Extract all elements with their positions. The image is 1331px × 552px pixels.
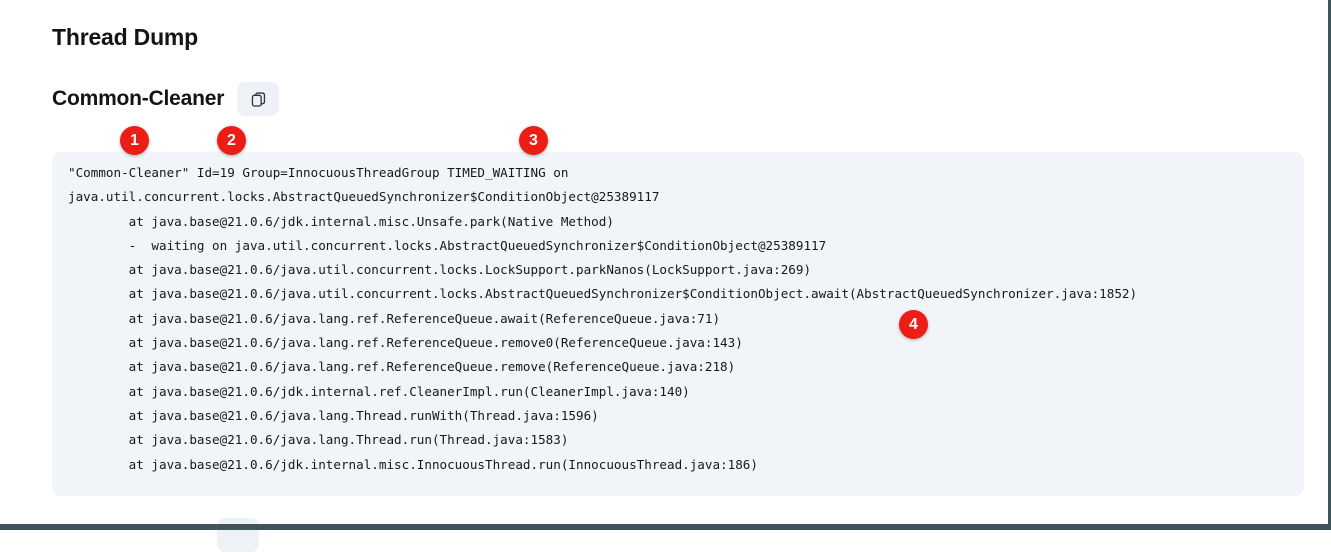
bottom-bar (0, 524, 1331, 530)
copy-thread-dump-button[interactable] (237, 82, 280, 116)
thread-name-heading: Common-Cleaner (52, 87, 225, 110)
annotation-badge-1: 1 (120, 126, 149, 155)
thread-dump-code-block[interactable]: "Common-Cleaner" Id=19 Group=InnocuousTh… (52, 152, 1304, 496)
thread-dump-code-text: "Common-Cleaner" Id=19 Group=InnocuousTh… (68, 165, 1138, 472)
annotation-badge-3: 3 (519, 126, 548, 155)
annotation-badge-2: 2 (217, 126, 246, 155)
copy-icon (250, 91, 267, 108)
thread-section-header: Common-Cleaner (52, 81, 280, 117)
annotation-badge-4: 4 (899, 310, 928, 339)
page-title: Thread Dump (52, 24, 199, 50)
thread-dump-page: Thread Dump Common-Cleaner "Common-Clean… (0, 24, 1331, 552)
